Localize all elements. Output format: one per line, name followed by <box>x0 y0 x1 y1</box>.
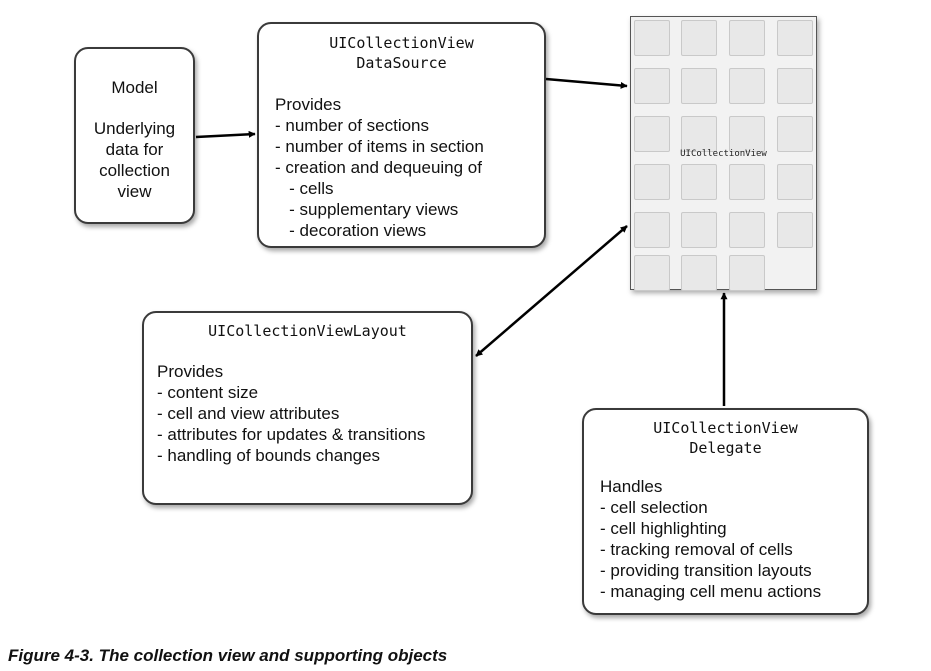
layout-item: - handling of bounds changes <box>157 446 381 465</box>
layout-box: UICollectionViewLayout Provides - conten… <box>142 311 473 505</box>
arrow-datasource-to-collection-view <box>545 77 628 89</box>
figure-caption: Figure 4-3. The collection view and supp… <box>8 646 448 665</box>
delegate-item: - cell selection <box>600 498 708 517</box>
delegate-title-line: Delegate <box>689 439 762 457</box>
collection-view-cell <box>681 116 717 152</box>
datasource-title-line: DataSource <box>356 54 447 72</box>
delegate-list: Handles - cell selection - cell highligh… <box>584 476 867 602</box>
collection-view-cell <box>777 212 813 248</box>
layout-heading: Provides <box>157 362 224 381</box>
collection-view-cell <box>681 20 717 56</box>
model-body-line: data for <box>105 140 164 159</box>
layout-item: - content size <box>157 383 259 402</box>
collection-view-cell <box>777 164 813 200</box>
collection-view-cell <box>729 20 765 56</box>
datasource-title: UICollectionView DataSource <box>259 33 544 73</box>
model-title: Model <box>111 78 158 97</box>
delegate-title: UICollectionView Delegate <box>584 418 867 458</box>
collection-view-cell <box>681 68 717 104</box>
delegate-item: - tracking removal of cells <box>600 540 793 559</box>
collection-view-cell <box>634 116 670 152</box>
delegate-item: - managing cell menu actions <box>600 582 822 601</box>
datasource-item: - number of sections <box>275 116 430 135</box>
layout-item: - attributes for updates & transitions <box>157 425 426 444</box>
collection-view-mockup: UICollectionView <box>630 16 817 291</box>
layout-title: UICollectionViewLayout <box>208 322 407 340</box>
arrow-layout-collection-view <box>475 225 628 357</box>
collection-view-cell <box>681 212 717 248</box>
model-body-line: view <box>117 182 152 201</box>
delegate-item: - providing transition layouts <box>600 561 812 580</box>
collection-view-cell <box>681 164 717 200</box>
arrow-model-to-datasource <box>195 130 256 139</box>
collection-view-cell <box>634 20 670 56</box>
collection-view-cell <box>729 212 765 248</box>
collection-view-cell <box>634 212 670 248</box>
delegate-box: UICollectionView Delegate Handles - cell… <box>582 408 869 615</box>
collection-view-cell <box>729 68 765 104</box>
datasource-item: - decoration views <box>275 221 427 240</box>
collection-view-cell <box>777 68 813 104</box>
collection-view-cell <box>729 116 765 152</box>
layout-list: Provides - content size - cell and view … <box>144 361 471 466</box>
collection-view-cell <box>729 164 765 200</box>
datasource-item: - creation and dequeuing of <box>275 158 482 177</box>
collection-view-cell <box>634 255 670 291</box>
datasource-box: UICollectionView DataSource Provides - n… <box>257 22 546 248</box>
collection-view-cell <box>681 255 717 291</box>
model-body-line: collection <box>99 161 170 180</box>
collection-view-cell <box>777 116 813 152</box>
datasource-item: - number of items in section <box>275 137 484 156</box>
layout-item: - cell and view attributes <box>157 404 340 423</box>
delegate-heading: Handles <box>600 477 663 496</box>
collection-view-cell <box>634 68 670 104</box>
datasource-title-line: UICollectionView <box>329 34 474 52</box>
datasource-list: Provides - number of sections - number o… <box>259 94 544 241</box>
collection-view-cell <box>634 164 670 200</box>
datasource-heading: Provides <box>275 95 342 114</box>
datasource-item: - cells <box>275 179 334 198</box>
delegate-item: - cell highlighting <box>600 519 727 538</box>
collection-view-cell <box>777 20 813 56</box>
model-body: Underlying data for collection view <box>76 118 193 202</box>
collection-view-cell <box>729 255 765 291</box>
model-box: Model Underlying data for collection vie… <box>74 47 195 224</box>
delegate-title-line: UICollectionView <box>653 419 798 437</box>
datasource-item: - supplementary views <box>275 200 459 219</box>
collection-view-label: UICollectionView <box>680 149 767 159</box>
model-body-line: Underlying <box>93 119 176 138</box>
